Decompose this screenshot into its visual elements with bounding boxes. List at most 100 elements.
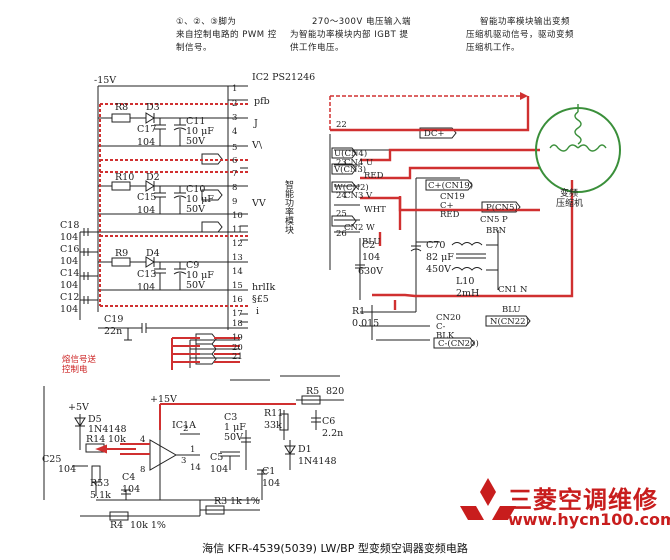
compressor-motor xyxy=(535,104,621,193)
pin-label: 22 xyxy=(336,120,347,130)
pin-label: 8 xyxy=(140,465,145,475)
c10-value: 10 μF xyxy=(186,194,214,205)
d5-label: D5 xyxy=(88,414,102,425)
c1-value: 104 xyxy=(262,478,280,489)
r1-value: 0.015 xyxy=(352,318,379,329)
pin-label: 26 xyxy=(336,229,347,239)
c11-value: 10 μF xyxy=(186,126,214,137)
input-note: 270～300V 电压输入端 为智能功率模块内部 IGBT 提 供工作电压。 xyxy=(290,16,440,55)
pwm-note-line2: 来自控制电路的 PWM 控 xyxy=(176,30,277,40)
r53-value: 5.1k xyxy=(90,490,111,501)
r14-label: R14 xyxy=(86,434,105,445)
r53-label: R53 xyxy=(90,478,109,489)
pin-label: 3 xyxy=(181,456,186,466)
pin-label: 8 xyxy=(232,183,237,193)
cn22-connector: N(CN22) xyxy=(490,316,529,327)
cn3-connector: V(CN3) xyxy=(333,164,366,175)
cn5-connector: P(CN5) xyxy=(486,202,518,213)
pin-label: 14 xyxy=(232,267,243,277)
cn2-connector: W(CN2) xyxy=(334,182,369,193)
watermark-url: www.hycn100.com xyxy=(508,510,670,529)
r3-value: 1k 1% xyxy=(230,496,260,507)
r11-value: 33k xyxy=(264,420,282,431)
c25-value: 104 xyxy=(58,464,76,475)
c19-label: C19 xyxy=(104,314,123,325)
c9-voltage: 50V xyxy=(186,280,205,291)
wire-red-label: RED xyxy=(364,171,384,181)
compressor-label: 变频 xyxy=(560,187,578,199)
pin-label: 16 xyxy=(232,295,243,305)
c19-value: 22n xyxy=(104,326,122,337)
ic-name-label: IC2 PS21246 xyxy=(252,72,315,83)
d1-value: 1N4148 xyxy=(298,456,337,467)
cn20-polarity: C- xyxy=(436,322,446,332)
pin-label: 12 xyxy=(232,239,243,249)
c18-value: 104 xyxy=(60,232,78,243)
c70-voltage: 450V xyxy=(426,264,451,275)
ic-pin-label: J xyxy=(253,118,258,129)
c13-label: C13 xyxy=(137,269,156,280)
input-note-line2: 为智能功率模块内部 IGBT 提 xyxy=(290,30,409,40)
cn5-label: CN5 P xyxy=(480,215,508,225)
pin-label: 11 xyxy=(232,225,243,235)
input-note-line3: 供工作电压。 xyxy=(290,43,345,53)
c4-label: C4 xyxy=(122,472,135,483)
ic-pin-label: V\ xyxy=(251,140,263,151)
pin-label: 24 xyxy=(336,191,347,201)
r9-label: R9 xyxy=(115,248,128,259)
wire-blu-label: BLU xyxy=(362,237,381,247)
ic1a-label: IC1A xyxy=(172,420,196,431)
c11-voltage: 50V xyxy=(186,136,205,147)
r5-label: R5 xyxy=(306,386,319,397)
c3-voltage: 50V xyxy=(224,432,243,443)
supply-minus15-label: -15V xyxy=(94,75,116,86)
r4-value: 10k 1% xyxy=(130,520,166,531)
c70-value: 82 μF xyxy=(426,252,454,263)
c70-label: C70 xyxy=(426,240,445,251)
d3-label: D3 xyxy=(146,102,160,113)
c4-value: 104 xyxy=(122,484,140,495)
input-note-line1: 270～300V 电压输入端 xyxy=(312,17,411,27)
cn4-connector: U(CN4) xyxy=(334,148,367,159)
pin-label: 17 xyxy=(232,309,243,319)
cn19-label: CN19 xyxy=(440,192,465,202)
wire-blu2-label: BLU xyxy=(502,305,521,315)
pin-label: 18 xyxy=(232,319,243,329)
c25-label: C25 xyxy=(42,454,61,465)
r10-label: R10 xyxy=(115,172,134,183)
dc-plus-label: DC+ xyxy=(424,129,444,139)
d2-label: D2 xyxy=(146,172,160,183)
cn19-polarity: C+ xyxy=(440,201,454,211)
l10-label: L10 xyxy=(456,276,474,287)
signal-note: 熔信号送 xyxy=(62,354,97,365)
r5-value: 820 xyxy=(326,386,344,397)
c2-voltage: 630V xyxy=(358,266,383,277)
c10-label: C10 xyxy=(186,184,205,195)
supply-plus5-label: +5V xyxy=(68,402,89,413)
c3-value: 1 μF xyxy=(224,422,246,433)
pin-label: 20 xyxy=(232,343,243,353)
cn20-label: CN20 xyxy=(436,313,461,323)
c17-value: 104 xyxy=(137,137,155,148)
output-note-line2: 压缩机驱动信号，驱动变频 xyxy=(466,30,575,40)
pin-label: 7 xyxy=(232,169,237,179)
pin-label: 19 xyxy=(232,333,243,343)
ic-pin-label: §£5 xyxy=(252,294,269,305)
c17-label: C17 xyxy=(137,124,156,135)
pin-label: 6 xyxy=(232,156,237,166)
output-note-line3: 压缩机工作。 xyxy=(466,43,521,53)
c14-value: 104 xyxy=(60,280,78,291)
figure-caption: 海信 KFR-4539(5039) LW/BP 型变频空调器变频电路 xyxy=(202,542,468,555)
output-note-line1: 智能功率模块输出变频 xyxy=(480,17,571,27)
ic-pin-label: i xyxy=(256,306,259,317)
pin-label: 9 xyxy=(232,197,237,207)
c18-label: C18 xyxy=(60,220,79,231)
pin-label: 2 xyxy=(232,99,237,109)
c9-value: 10 μF xyxy=(186,270,214,281)
pin-label: 3 xyxy=(232,113,237,123)
r1-label: R1 xyxy=(352,306,365,317)
pin-label: 14 xyxy=(190,463,201,473)
cn1-label: CN1 N xyxy=(498,285,528,295)
c3-label: C3 xyxy=(224,412,237,423)
